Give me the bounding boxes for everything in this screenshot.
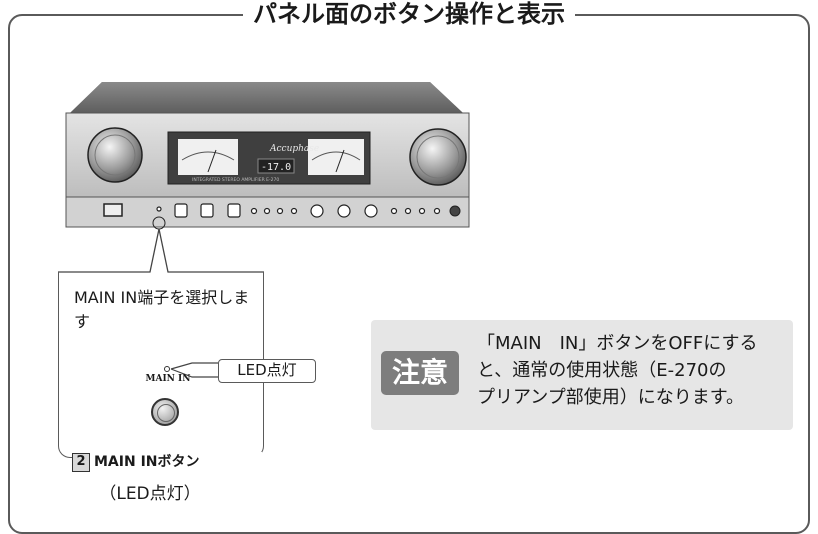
headphone-jack (449, 205, 461, 217)
volume-knob (409, 128, 467, 186)
led-lit-note: （LED点灯） (99, 484, 201, 504)
caution-badge: 注意 (381, 351, 459, 395)
button-number: 2 (72, 452, 90, 472)
main-in-button (151, 398, 179, 426)
caution-line: 「MAIN IN」ボタンをOFFにする (477, 333, 758, 354)
level-display-value: -17.0 (261, 162, 291, 173)
model-caption: INTEGRATED STEREO AMPLIFIER E-270 (192, 177, 279, 183)
main-in-caption: MAIN IN (145, 374, 191, 384)
section-title: パネル面のボタン操作と表示 (0, 0, 818, 28)
caution-line: プリアンプ部使用）になります。 (477, 387, 744, 408)
amplifier-illustration: Accuphase -17.0 INTEGRATED STEREO AMPLIF… (58, 82, 470, 378)
brand-logo: Accuphase (269, 144, 319, 154)
power-button (103, 203, 123, 217)
caution-text: 「MAIN IN」ボタンをOFFにする と、通常の使用状態（E-270の プリア… (477, 330, 785, 411)
input-selector-knob (87, 127, 143, 183)
led-indicator (164, 366, 170, 372)
level-display (257, 158, 295, 174)
led-lit-label: LED点灯 (218, 359, 316, 383)
button-name-label: 2 MAIN INボタン (72, 452, 262, 472)
callout-description: MAIN IN端子を選択します (74, 288, 250, 331)
caution-line: と、通常の使用状態（E-270の (477, 360, 727, 381)
button-name-text: MAIN INボタン (94, 454, 200, 470)
